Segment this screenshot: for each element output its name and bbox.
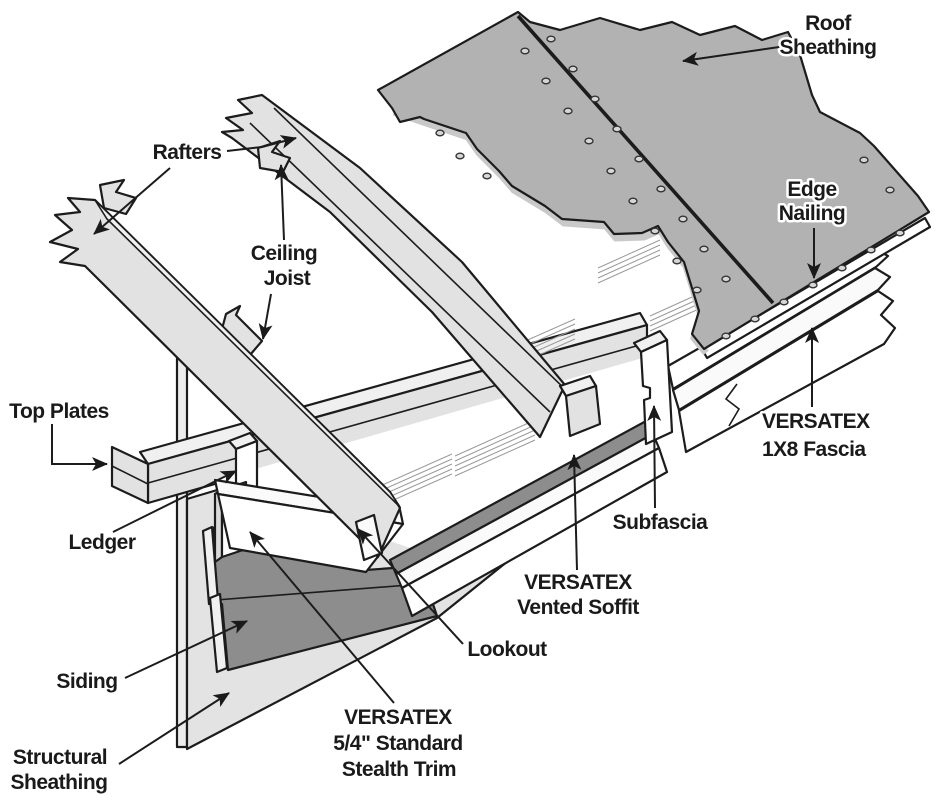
label-top-plates: Top Plates: [9, 400, 109, 423]
leader-ceiling-joist-down: [258, 293, 273, 340]
label-roof-sheathing-2: Sheathing: [779, 36, 876, 59]
edge-nails: [435, 35, 905, 340]
leader-top-plates: [51, 424, 108, 471]
rafter1-top-face: [94, 199, 401, 508]
leader-lines: [51, 44, 821, 765]
leader-structural-sheathing: [118, 692, 230, 765]
label-ceiling-joist-2: Joist: [264, 267, 311, 290]
labels: Rafters Ceiling Joist Roof Sheathing Edg…: [7, 10, 880, 797]
label-versatex-fascia-2: 1X8 Fascia: [762, 438, 866, 461]
label-vented-soffit-1: VERSATEX: [524, 571, 632, 594]
rafter-1: [48, 196, 402, 562]
sheathing-surface: [376, 10, 931, 351]
fascia-front-rake: [677, 289, 897, 454]
label-lookout: Lookout: [467, 638, 547, 661]
wall-panel-edge: [175, 328, 189, 749]
label-structural-sheathing-2: Sheathing: [10, 771, 107, 794]
top-plates-joint-line: [147, 342, 648, 484]
eave-left-run: [388, 418, 669, 618]
sheathing-seam-line: [516, 14, 775, 305]
label-vented-soffit-2: Vented Soffit: [517, 596, 639, 619]
leader-rafters-left: [93, 167, 171, 235]
label-subfascia: Subfascia: [613, 511, 709, 534]
label-edge-nailing-1: Edge: [787, 178, 836, 201]
siding-board-end-lower: [208, 592, 229, 674]
joist2-end-face: [564, 384, 602, 438]
leader-rafters-right: [226, 135, 297, 152]
joist2-arris: [249, 122, 551, 413]
label-ceiling-joist-1: Ceiling: [251, 242, 318, 265]
label-stealth-trim-3: Stealth Trim: [342, 758, 456, 781]
label-rafters: Rafters: [153, 141, 222, 164]
label-stealth-trim-1: VERSATEX: [344, 706, 452, 729]
label-ledger: Ledger: [68, 531, 135, 554]
label-versatex-fascia-1: VERSATEX: [762, 410, 870, 433]
leader-siding: [124, 620, 248, 679]
roof-sheathing: [376, 10, 932, 360]
fascia-top-face-rake: [671, 266, 892, 412]
label-edge-nailing-2: Nailing: [779, 202, 846, 225]
leader-lookout: [357, 528, 464, 645]
siding-lap-line: [215, 583, 423, 601]
label-structural-sheathing-1: Structural: [13, 746, 107, 769]
leader-subfascia: [647, 405, 662, 509]
leader-vented-soffit: [567, 454, 582, 571]
leader-roof-sheathing: [682, 44, 794, 66]
leader-ceiling-joist-up: [274, 164, 289, 241]
fascia-break-mark: [724, 383, 741, 427]
rafter2-arris: [273, 107, 569, 393]
label-stealth-trim-2: 5/4" Standard: [333, 732, 463, 755]
leader-stealth-trim: [249, 531, 395, 704]
leader-ledger: [112, 470, 237, 533]
label-roof-sheathing-1: Roof: [805, 12, 852, 35]
label-siding: Siding: [56, 670, 117, 693]
top-plates-end-joint: [111, 465, 149, 485]
rafter1-body: [48, 196, 402, 559]
fascia-front-left: [400, 446, 669, 618]
